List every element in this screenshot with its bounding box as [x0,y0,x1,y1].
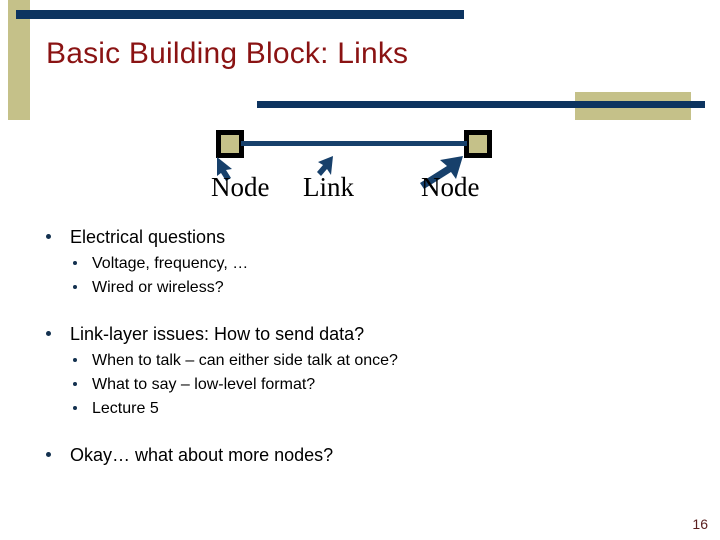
bullet-level2: When to talk – can either side talk at o… [0,349,720,373]
bullet-level2: What to say – low-level format? [0,373,720,397]
diagram-label-node-left: Node [211,172,270,202]
bullet-group: Link-layer issues: How to send data? Whe… [0,322,720,421]
bullet-dot-icon [73,406,77,410]
spacer [0,300,720,322]
decor-navy-bar-top [16,10,464,19]
bullet-level1-label: Link-layer issues: How to send data? [70,324,365,344]
bullet-level1: Electrical questions [0,225,720,250]
bullet-dot-icon [46,234,51,239]
bullet-dot-icon [73,358,77,362]
diagram-label-link: Link [303,172,354,202]
arrow-up-right-icon [317,156,333,176]
bullet-level2-label: When to talk – can either side talk at o… [92,352,398,369]
bullet-level2: Lecture 5 [0,397,720,421]
bullet-dot-icon [73,382,77,386]
bullet-level2: Wired or wireless? [0,276,720,300]
bullet-level2-label: What to say – low-level format? [92,376,316,393]
bullet-dot-icon [46,331,51,336]
bullet-group: Okay… what about more nodes? [0,443,720,468]
spacer [0,421,720,443]
bullet-dot-icon [46,452,51,457]
bullet-level2-label: Voltage, frequency, … [92,255,249,272]
bullet-level1: Link-layer issues: How to send data? [0,322,720,347]
bullet-group: Electrical questions Voltage, frequency,… [0,225,720,300]
bullet-level2: Voltage, frequency, … [0,252,720,276]
diagram-label-node-right: Node [421,172,480,202]
page-title: Basic Building Block: Links [46,37,409,70]
bullet-level2-label: Lecture 5 [92,400,159,417]
bullet-dot-icon [73,285,77,289]
bullet-body: Electrical questions Voltage, frequency,… [0,225,720,470]
bullet-dot-icon [73,261,77,265]
bullet-level1-label: Electrical questions [70,227,226,247]
bullet-level2-label: Wired or wireless? [92,279,224,296]
decor-navy-bar-middle [257,101,705,108]
node-box-left [216,130,244,158]
bullet-level1: Okay… what about more nodes? [0,443,720,468]
arrow-up-right-long-icon [420,156,463,189]
page-number: 16 [692,516,708,532]
bullet-level1-label: Okay… what about more nodes? [70,445,334,465]
link-line [241,141,467,146]
decor-tan-vertical-bar [8,0,30,120]
node-box-right [464,130,492,158]
arrow-up-left-icon [217,157,232,181]
